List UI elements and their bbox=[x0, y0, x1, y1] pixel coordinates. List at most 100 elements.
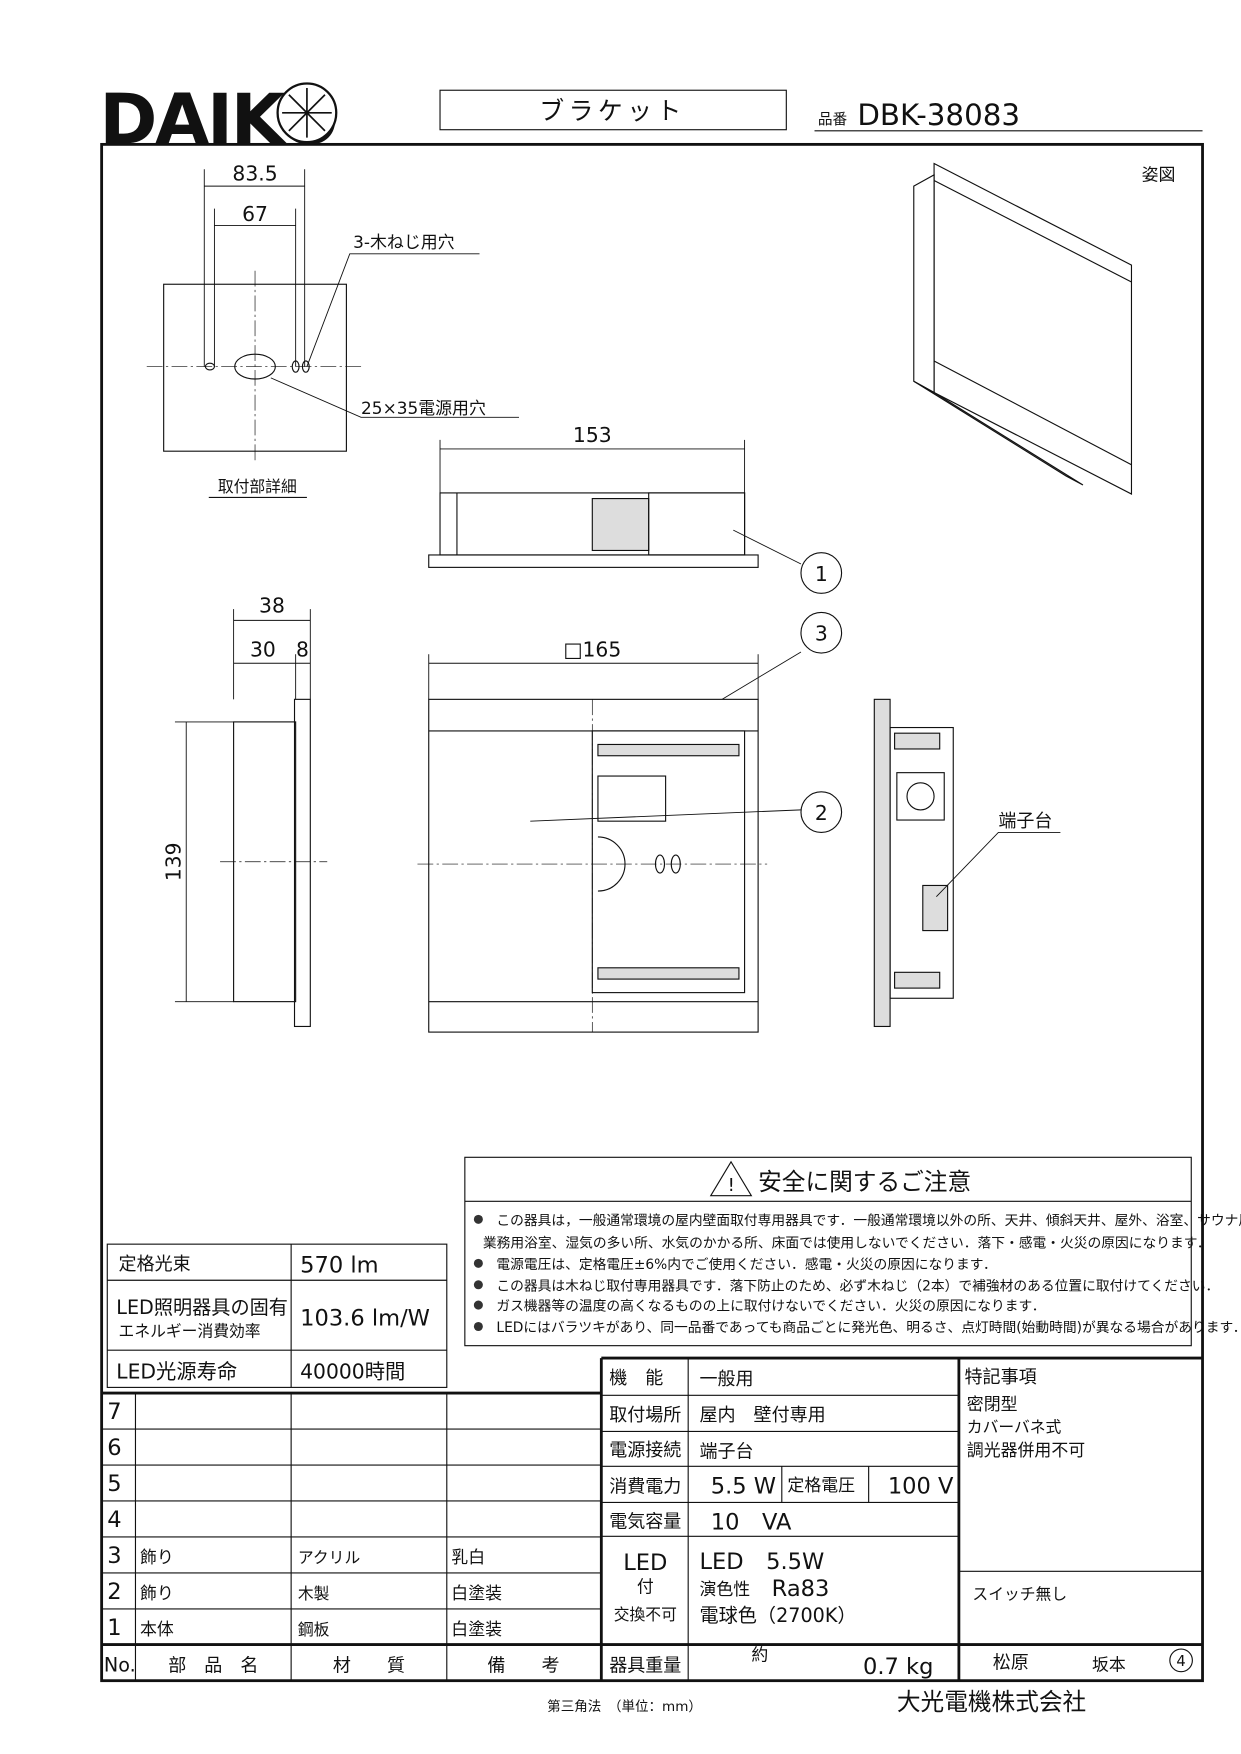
callout-3: 3 bbox=[815, 622, 828, 646]
parts-cell-no: 3 bbox=[107, 1543, 121, 1569]
parts-cell-name: 飾り bbox=[140, 1583, 174, 1603]
spec-cri: Ra83 bbox=[772, 1576, 830, 1602]
product-type-box bbox=[439, 89, 787, 131]
spec-label: 機 能 bbox=[609, 1368, 663, 1389]
safety-note: この器具は木ねじ取付専用器具です．落下防止のため、必ず木ねじ（2本）で補強材のあ… bbox=[496, 1278, 1219, 1294]
perspective-label: 姿図 bbox=[1142, 164, 1176, 184]
dim-83-5: 83.5 bbox=[232, 161, 277, 185]
note-item: 調光器併用不可 bbox=[967, 1440, 1085, 1460]
side-view: 38 30 8 139 bbox=[162, 593, 328, 1028]
safety-note: この器具は，一般通常環境の屋内壁面取付専用器具です．一般通常環境以外の所、天井、… bbox=[496, 1212, 1241, 1229]
parts-cell-material: 木製 bbox=[298, 1584, 330, 1603]
dim-30: 30 bbox=[250, 637, 276, 661]
part-number: DBK-38083 bbox=[857, 98, 1020, 132]
company-name: 大光電機株式会社 bbox=[897, 1688, 1086, 1716]
dim-38: 38 bbox=[259, 593, 285, 617]
spec-voltage: 100 V bbox=[888, 1473, 954, 1499]
projection-note: 第三角法 （単位：mm） bbox=[547, 1698, 702, 1715]
spec-label: 器具重量 bbox=[609, 1656, 681, 1677]
spec-label: LED bbox=[623, 1550, 667, 1576]
drawing-frame bbox=[100, 142, 1204, 1683]
parts-cell-note: 白塗装 bbox=[451, 1583, 502, 1603]
drawn-by: 松原 bbox=[993, 1652, 1029, 1673]
perf-value: 570 lm bbox=[300, 1252, 378, 1278]
spec-connection: 端子台 bbox=[699, 1441, 753, 1462]
spec-label: 交換不可 bbox=[614, 1605, 677, 1624]
revision-number: 4 bbox=[1176, 1653, 1185, 1670]
safety-note: ガス機器等の温度の高くなるものの上に取付けないでください．火災の原因になります． bbox=[496, 1298, 1045, 1315]
terminal-label: 端子台 bbox=[998, 811, 1052, 832]
note-item: カバーバネ式 bbox=[967, 1418, 1062, 1437]
spec-label: 演色性 bbox=[699, 1579, 750, 1599]
perf-label: LED光源寿命 bbox=[116, 1359, 237, 1383]
power-hole-note: 25×35電源用穴 bbox=[361, 398, 486, 418]
dim-153: 153 bbox=[573, 423, 612, 447]
spec-function: 一般用 bbox=[699, 1369, 753, 1390]
parts-cell-no: 7 bbox=[107, 1399, 121, 1425]
dim-139: 139 bbox=[162, 842, 186, 881]
perf-label: エネルギー消費効率 bbox=[119, 1322, 261, 1341]
parts-cell-name: 本体 bbox=[140, 1619, 174, 1639]
perf-label: LED照明器具の固有 bbox=[116, 1296, 288, 1319]
product-type: ブラケット bbox=[539, 97, 686, 126]
mount-detail-label: 取付部詳細 bbox=[218, 477, 297, 496]
parts-cell-no: 4 bbox=[107, 1507, 121, 1533]
header-part-name: 部 品 名 bbox=[168, 1656, 258, 1677]
parts-cell-no: 1 bbox=[107, 1615, 121, 1641]
performance-table: 定格光束 570 lm LED照明器具の固有 エネルギー消費効率 103.6 l… bbox=[106, 1243, 448, 1388]
spec-label: 電源接続 bbox=[609, 1440, 681, 1461]
header-remarks: 備 考 bbox=[487, 1656, 559, 1677]
spec-location: 屋内 壁付専用 bbox=[699, 1405, 825, 1426]
note-item: 密閉型 bbox=[967, 1394, 1018, 1414]
safety-note: LEDにはバラツキがあり、同一品番であっても商品ごとに発光色、明るさ、点灯時間(… bbox=[496, 1319, 1241, 1336]
spec-label: 消費電力 bbox=[609, 1476, 681, 1497]
perf-label: 定格光束 bbox=[119, 1254, 191, 1275]
parts-cell-no: 2 bbox=[107, 1579, 121, 1605]
front-view: □165 3 2 bbox=[417, 611, 843, 1033]
parts-cell-material: アクリル bbox=[298, 1548, 361, 1567]
spec-weight: 0.7 kg bbox=[863, 1654, 933, 1680]
safety-title: 安全に関するご注意 bbox=[758, 1168, 971, 1196]
spec-label: 定格電圧 bbox=[787, 1475, 855, 1495]
switch-note: スイッチ無し bbox=[972, 1584, 1067, 1603]
header-material: 材 質 bbox=[333, 1656, 405, 1677]
mounting-detail-view: 83.5 67 3-木ねじ用穴 25×35電源用穴 取付部詳細 bbox=[146, 161, 519, 499]
safety-note: 電源電圧は、定格電圧±6%内でご使用ください．感電・火災の原因になります． bbox=[496, 1256, 996, 1273]
notes-title: 特記事項 bbox=[965, 1367, 1037, 1388]
spec-label: 電気容量 bbox=[609, 1511, 681, 1532]
dim-165: □165 bbox=[563, 637, 621, 661]
weight-prefix: 約 bbox=[751, 1644, 768, 1664]
parts-cell-note: 白塗装 bbox=[451, 1619, 502, 1639]
callout-2: 2 bbox=[815, 801, 828, 825]
dim-8: 8 bbox=[296, 637, 309, 661]
parts-cell-name: 飾り bbox=[140, 1547, 174, 1567]
safety-notice: ! 安全に関するご注意 この器具は，一般通常環境の屋内壁面取付専用器具です．一般… bbox=[464, 1156, 1241, 1347]
parts-cell-no: 6 bbox=[107, 1435, 121, 1461]
warning-icon bbox=[709, 1160, 753, 1197]
spec-label: 取付場所 bbox=[609, 1405, 681, 1426]
dim-67: 67 bbox=[242, 202, 268, 226]
top-view: 153 1 bbox=[428, 423, 843, 594]
parts-cell-material: 鋼板 bbox=[298, 1620, 330, 1639]
spec-color: 電球色（2700K） bbox=[699, 1604, 856, 1627]
specs-table: 機 能 一般用 取付場所 屋内 壁付専用 電源接続 端子台 消費電力 5.5 W… bbox=[601, 1358, 961, 1681]
header-no: No. bbox=[104, 1654, 136, 1677]
spec-label: 付 bbox=[637, 1577, 654, 1597]
callout-1: 1 bbox=[815, 562, 828, 586]
section-view: 端子台 bbox=[873, 698, 1061, 1028]
perf-value: 103.6 lm/W bbox=[300, 1305, 430, 1331]
screw-hole-note: 3-木ねじ用穴 bbox=[353, 232, 454, 252]
perf-value: 40000時間 bbox=[300, 1359, 405, 1383]
spec-capacity: 10 VA bbox=[711, 1510, 792, 1536]
perspective-view: 姿図 bbox=[913, 162, 1176, 495]
parts-cell-no: 5 bbox=[107, 1471, 121, 1497]
notes-box: 特記事項 密閉型 カバーバネ式 調光器併用不可 スイッチ無し 松原 坂本 4 bbox=[958, 1367, 1203, 1675]
daiko-logo: DAIKO bbox=[99, 79, 339, 160]
safety-note: 業務用浴室、湿気の多い所、水気のかかる所、床面では使用しないでください．落下・感… bbox=[483, 1235, 1211, 1252]
svg-text:!: ! bbox=[728, 1175, 735, 1196]
part-no-label: 品番 bbox=[818, 111, 848, 128]
checked-by: 坂本 bbox=[1092, 1655, 1126, 1675]
spec-led: LED 5.5W bbox=[699, 1549, 824, 1575]
